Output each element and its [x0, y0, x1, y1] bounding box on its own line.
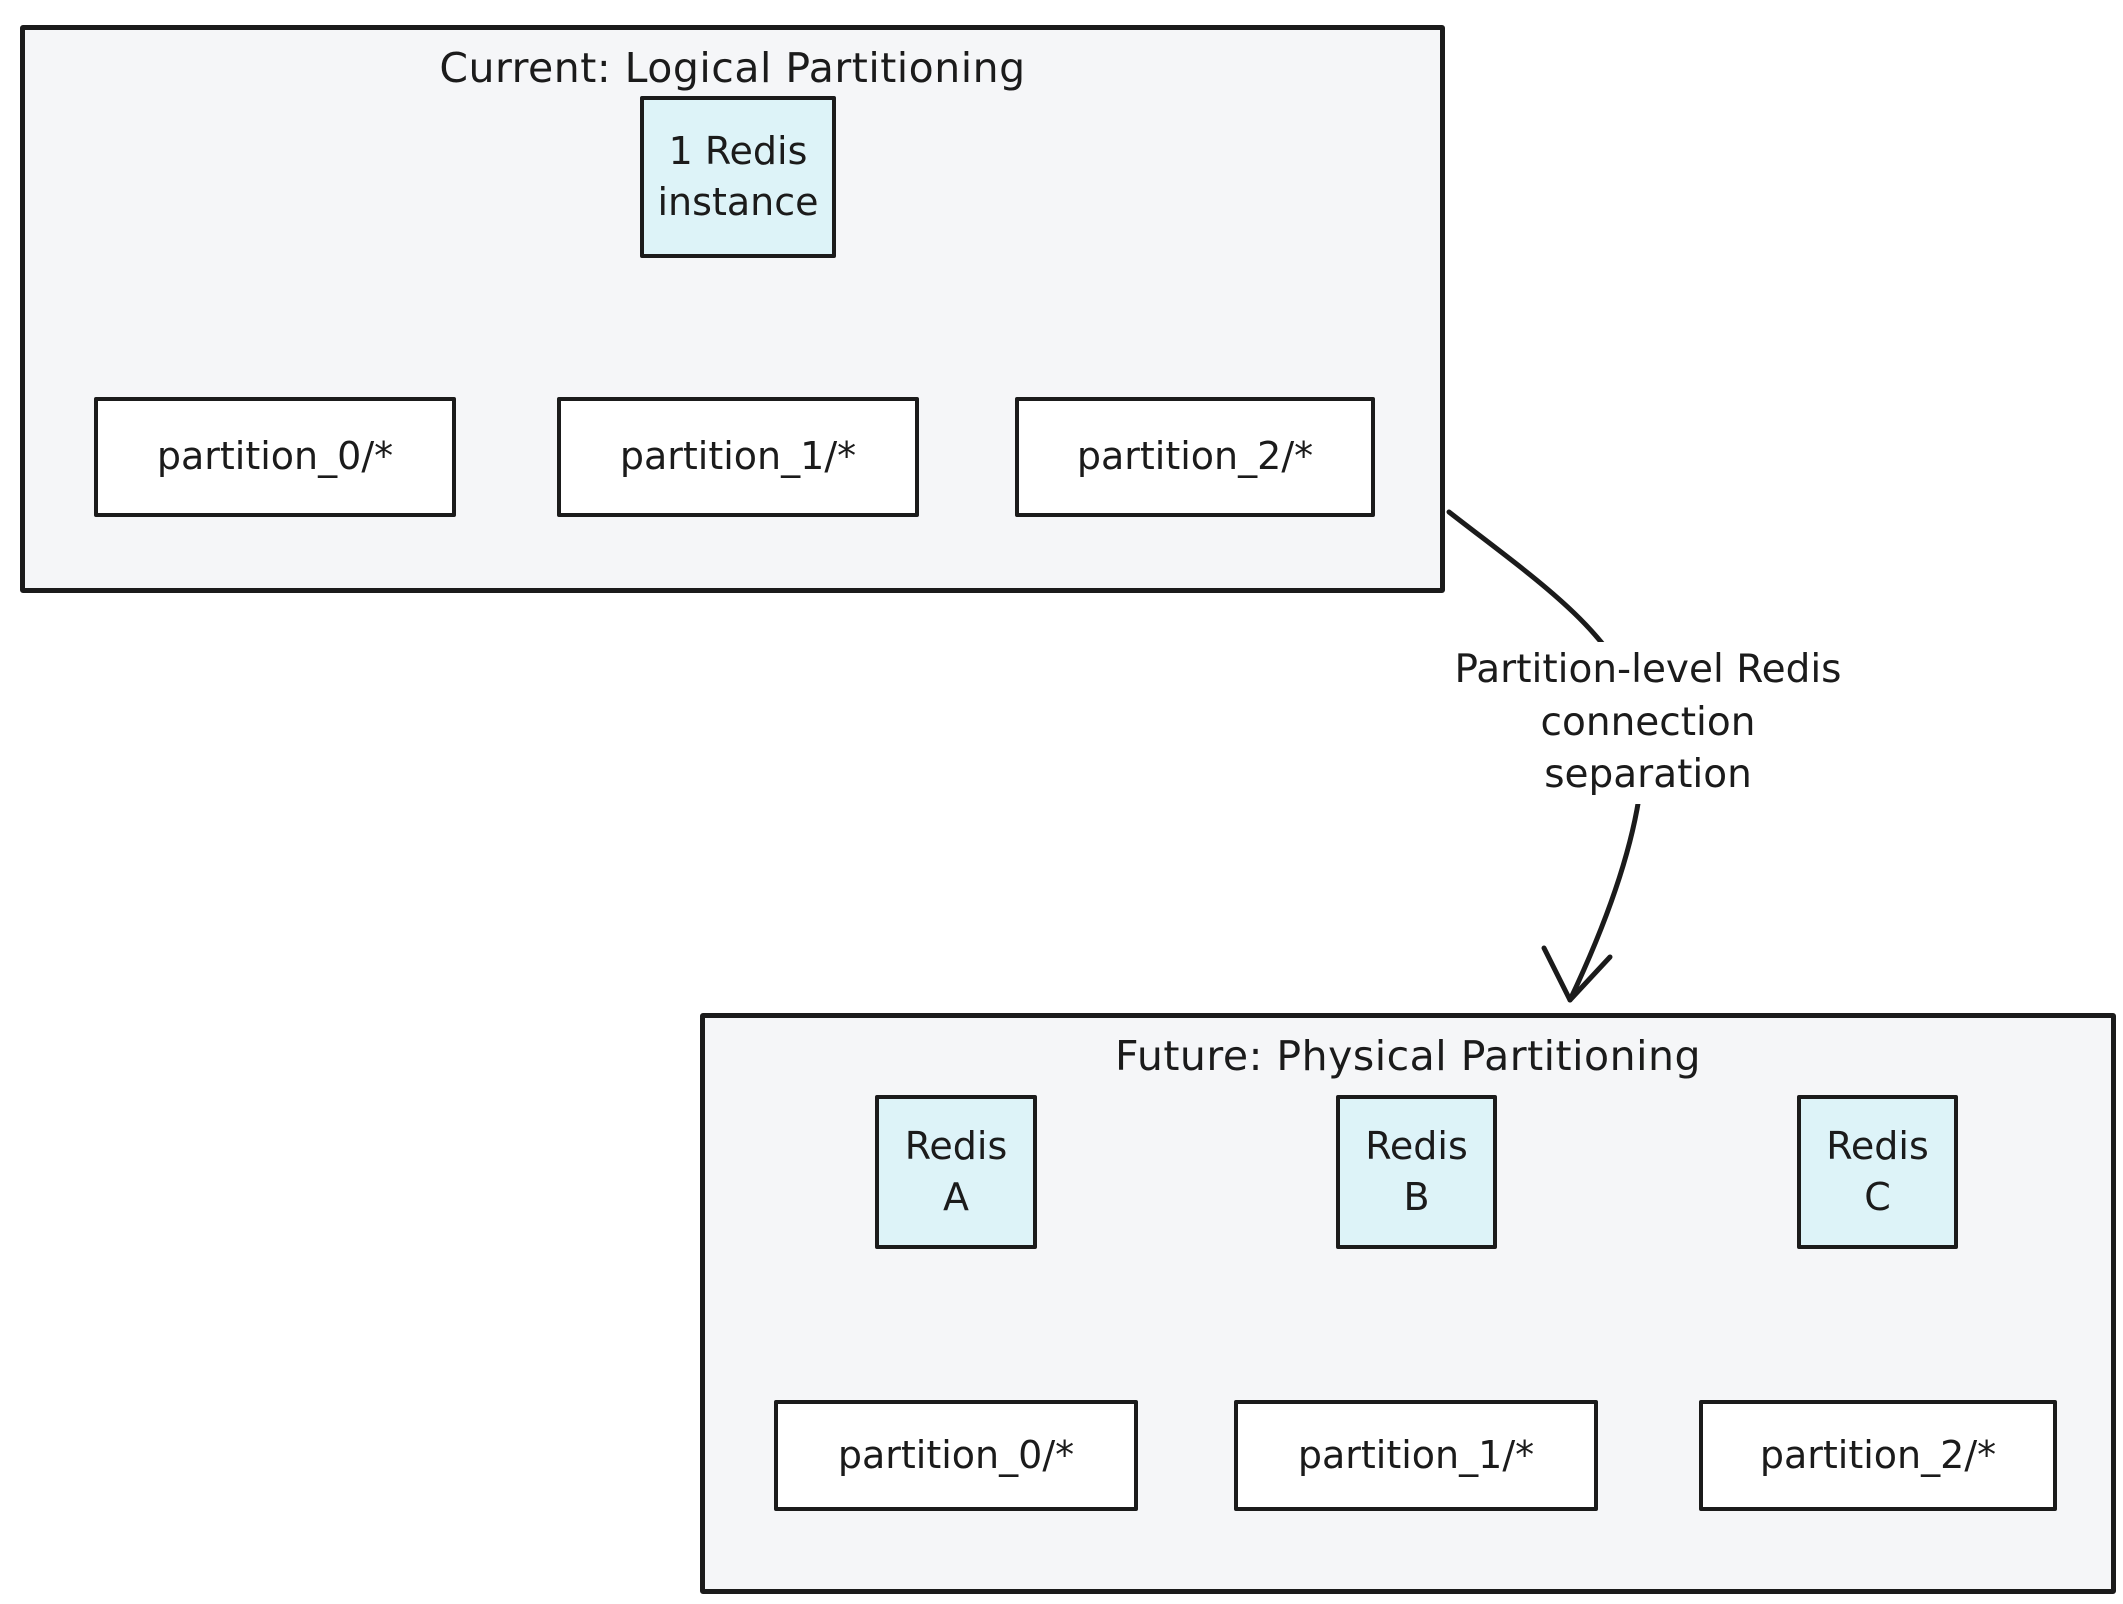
future-container: Future: Physical Partitioning Redis A Re…	[700, 1013, 2116, 1594]
future-redis-a-node: Redis A	[875, 1095, 1037, 1249]
current-container: Current: Logical Partitioning 1 Redis in…	[20, 25, 1445, 593]
transition-label: Partition-level Redis connection separat…	[1432, 642, 1864, 804]
future-partition-2: partition_2/*	[1699, 1400, 2057, 1511]
current-partition-0: partition_0/*	[94, 397, 456, 517]
future-redis-b-node: Redis B	[1336, 1095, 1497, 1249]
transition-arrowhead	[1541, 945, 1613, 1003]
current-partition-1: partition_1/*	[557, 397, 919, 517]
current-redis-node: 1 Redis instance	[640, 96, 836, 258]
current-title: Current: Logical Partitioning	[439, 44, 1026, 92]
future-title: Future: Physical Partitioning	[1115, 1032, 1701, 1080]
current-partition-2: partition_2/*	[1015, 397, 1375, 517]
future-partition-0: partition_0/*	[774, 1400, 1138, 1511]
future-redis-c-node: Redis C	[1797, 1095, 1958, 1249]
future-partition-1: partition_1/*	[1234, 1400, 1598, 1511]
